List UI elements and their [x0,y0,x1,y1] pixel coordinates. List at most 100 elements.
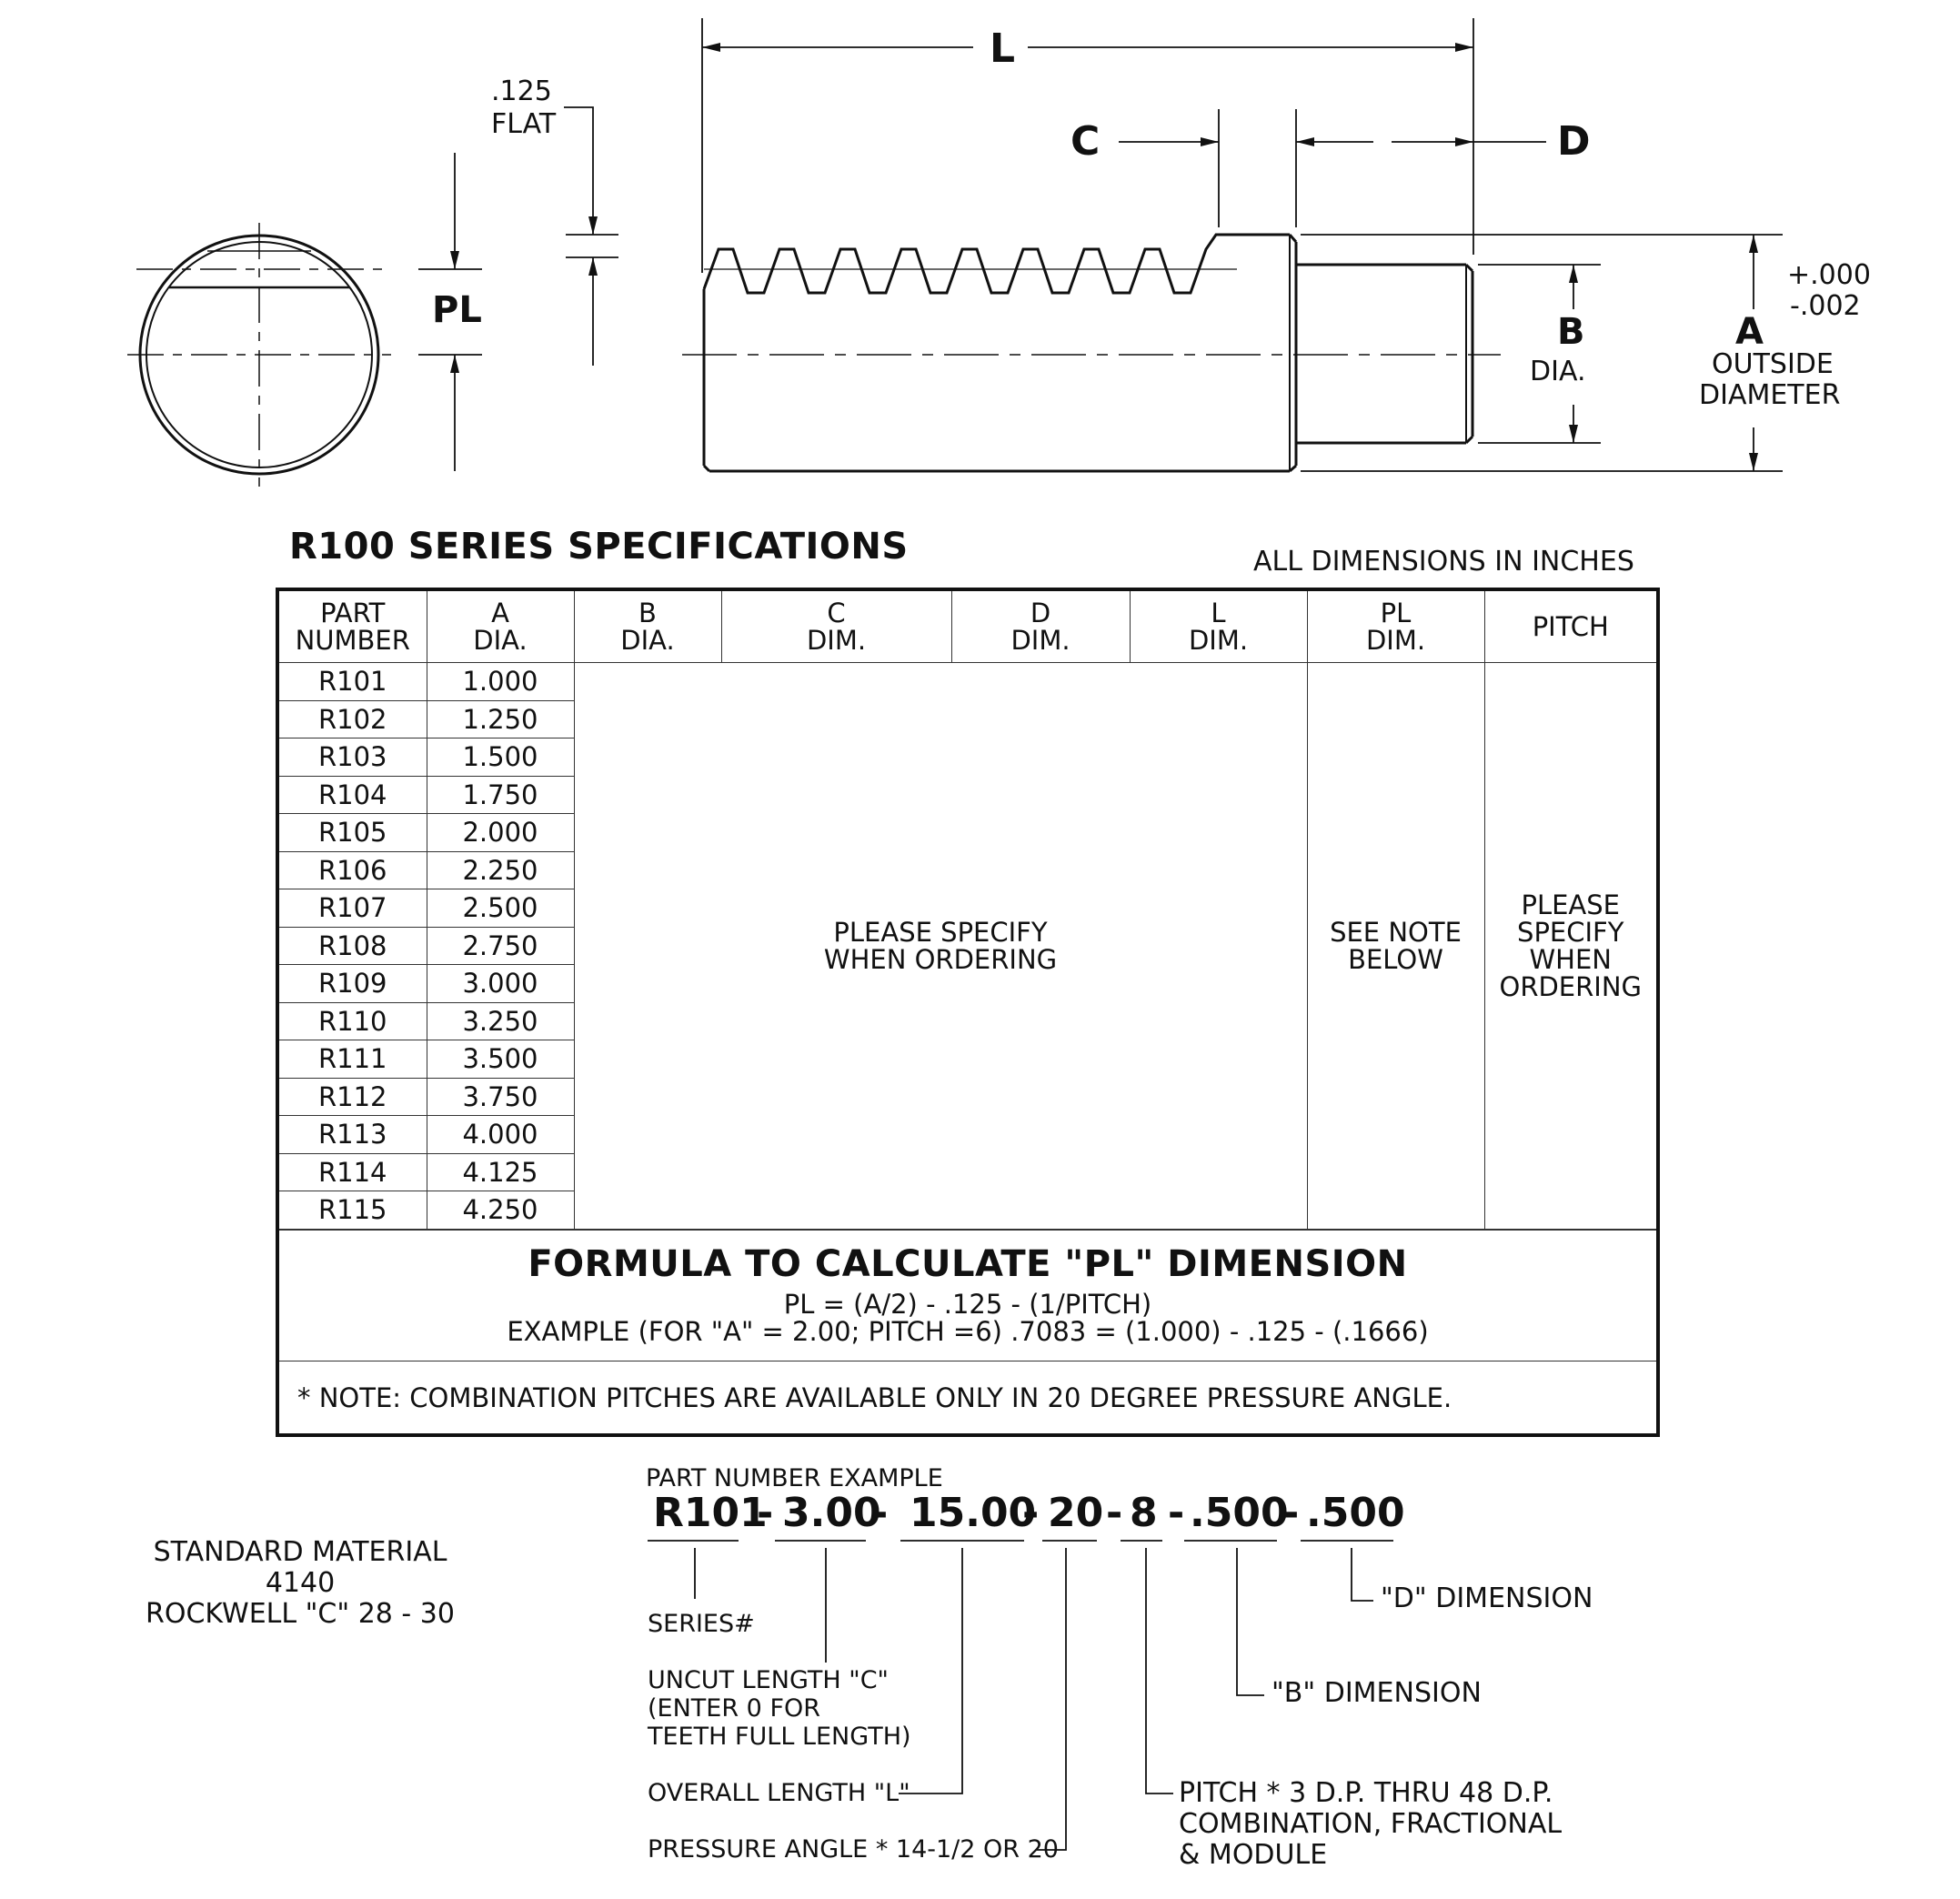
pn-dash-1: - [757,1490,774,1536]
pn-dash-4: - [1106,1490,1123,1536]
uncut-length-label-2: (ENTER 0 FOR [648,1694,820,1723]
flat-dimension [564,106,618,366]
a-dia-cell: 1.000 [426,662,575,701]
a-dia-cell: 1.750 [426,775,575,814]
l-dimension [701,18,1474,273]
pitch-label-3: & MODULE [1179,1839,1328,1871]
spec-title: R100 SERIES SPECIFICATIONS [289,526,909,568]
b-sub-label: DIA. [1530,356,1586,387]
a-dia-cell: 4.000 [426,1115,575,1154]
part-number-cell: R110 [279,1001,427,1040]
pn-uncut-length: 3.00 [782,1490,881,1536]
d-dimension-label: "D" DIMENSION [1381,1582,1593,1614]
flat-value-label: .125 [491,75,552,107]
part-number-cell: R114 [279,1152,427,1191]
pn-pressure-angle: 20 [1048,1490,1104,1536]
part-number-cell: R106 [279,850,427,889]
uncut-length-label-1: UNCUT LENGTH "C" [648,1666,889,1694]
a-dia-cell: 2.500 [426,889,575,928]
material-note: STANDARD MATERIAL 4140 ROCKWELL "C" 28 -… [118,1537,482,1630]
pn-pitch: 8 [1130,1490,1158,1536]
b-label: B [1557,311,1585,353]
pressure-angle-label: PRESSURE ANGLE * 14-1/2 OR 20 [648,1835,1059,1864]
pn-dash-3: - [1022,1490,1040,1536]
a-dia-cell: 1.250 [426,699,575,738]
a-outside-label: OUTSIDE [1712,348,1834,380]
please-specify-cell: PLEASE SPECIFY WHEN ORDERING [573,662,1308,1230]
tolerance-plus: +.000 [1787,259,1871,291]
pn-series: R101 [653,1490,768,1536]
b-dimension-label: "B" DIMENSION [1271,1677,1482,1709]
pitch-label-1: PITCH * 3 D.P. THRU 48 D.P. [1179,1777,1553,1809]
formula-example: EXAMPLE (FOR "A" = 2.00; PITCH =6) .7083… [507,1315,1429,1347]
d-dimension [1295,109,1546,227]
series-label: SERIES# [648,1610,755,1638]
pn-dash-5: - [1168,1490,1185,1536]
pl-dimension [418,153,482,471]
col-l-dim-header: L DIM. [1129,591,1308,663]
pn-dash-2: - [871,1490,889,1536]
part-number-cell: R109 [279,964,427,1003]
a-diameter-label: DIAMETER [1699,379,1841,411]
a-dia-cell: 3.000 [426,964,575,1003]
pitch-label-2: COMBINATION, FRACTIONAL [1179,1808,1563,1840]
a-dia-cell: 2.750 [426,926,575,965]
pn-d-dimension: .500 [1306,1490,1405,1536]
see-note-cell: SEE NOTE BELOW [1306,662,1485,1230]
col-d-dim-header: D DIM. [950,591,1131,663]
end-view [127,223,391,487]
uncut-length-label-3: TEETH FULL LENGTH) [648,1723,911,1751]
part-number-cell: R113 [279,1115,427,1154]
part-number-cell: R103 [279,738,427,777]
overall-length-label: OVERALL LENGTH "L" [648,1779,910,1807]
col-part-number-header: PART NUMBER [279,591,427,663]
part-number-cell: R115 [279,1191,427,1230]
part-number-cell: R101 [279,662,427,701]
c-label: C [1070,118,1101,165]
part-number-caption: PART NUMBER EXAMPLE [646,1464,943,1492]
formula-block: FORMULA TO CALCULATE "PL" DIMENSION PL =… [279,1229,1656,1361]
d-label: D [1557,118,1591,165]
part-number-cell: R112 [279,1077,427,1116]
tolerance-minus: -.002 [1790,290,1861,322]
a-dia-cell: 1.500 [426,738,575,777]
c-dimension [1119,109,1220,227]
part-number-cell: R105 [279,813,427,852]
pitch-note: * NOTE: COMBINATION PITCHES ARE AVAILABL… [279,1360,1656,1433]
a-dia-cell: 4.125 [426,1152,575,1191]
col-pl-dim-header: PL DIM. [1306,591,1485,663]
flat-label: FLAT [491,108,557,140]
col-a-dia-header: A DIA. [426,591,575,663]
a-dia-cell: 3.500 [426,1040,575,1079]
formula-line: PL = (A/2) - .125 - (1/PITCH) [783,1288,1152,1320]
l-label: L [990,25,1016,72]
b-dimension [1478,264,1601,444]
a-dia-cell: 3.250 [426,1001,575,1040]
formula-title: FORMULA TO CALCULATE "PL" DIMENSION [528,1242,1408,1285]
pn-overall-length: 15.00 [910,1490,1037,1536]
col-pitch-header: PITCH [1483,591,1656,663]
col-c-dim-header: C DIM. [720,591,952,663]
col-b-dia-header: B DIA. [573,591,722,663]
a-dia-cell: 2.000 [426,813,575,852]
material-line-1: STANDARD MATERIAL 4140 [153,1536,447,1599]
pn-dash-6: - [1282,1490,1300,1536]
rack-drawing [127,18,1783,487]
part-number-cell: R102 [279,699,427,738]
a-dimension [1301,234,1783,472]
a-dia-cell: 3.750 [426,1077,575,1116]
part-number-cell: R107 [279,889,427,928]
